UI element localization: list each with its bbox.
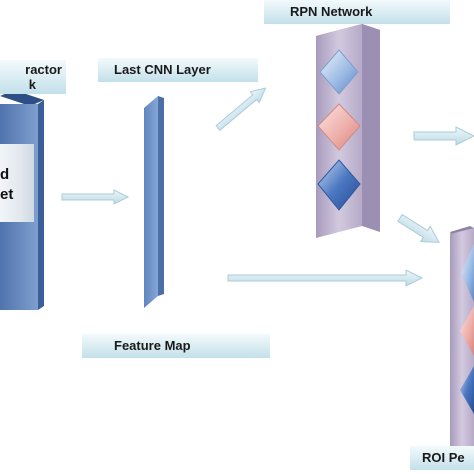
roi-diamond-dark-blue: [460, 366, 474, 414]
extractor-label-line1: ractor: [25, 62, 62, 77]
rpn-diamond-dark-blue: [317, 159, 361, 211]
backbone-text-line1: d: [0, 166, 10, 183]
rpn-panel: [316, 24, 380, 238]
arrow-rpn-cls-out: [413, 126, 474, 146]
roi-diamond-pink: [460, 306, 474, 356]
arrow-backbone-to-feature: [61, 189, 130, 205]
arrow-feature-to-rpn: [215, 87, 267, 132]
feature-map-label: Feature Map: [82, 334, 270, 358]
last-cnn-layer-label: Last CNN Layer: [98, 58, 258, 82]
roi-pooling-label: ROI Pe: [410, 446, 474, 470]
arrow-rpn-to-roi: [397, 213, 440, 243]
rpn-diamond-pink: [317, 103, 361, 151]
backbone-text-line2: et: [0, 186, 14, 203]
rpn-network-label: RPN Network: [264, 0, 450, 24]
roi-diamond-light-blue: [461, 244, 474, 302]
arrow-feature-to-roi: [227, 269, 424, 287]
rpn-diamond-light-blue: [319, 49, 359, 95]
feature-map-slab: [144, 96, 164, 308]
extractor-label: ractor k: [0, 60, 66, 94]
extractor-label-line2: k: [28, 77, 36, 92]
roi-pooling-panel: [450, 226, 474, 452]
backbone-block: [0, 90, 44, 310]
